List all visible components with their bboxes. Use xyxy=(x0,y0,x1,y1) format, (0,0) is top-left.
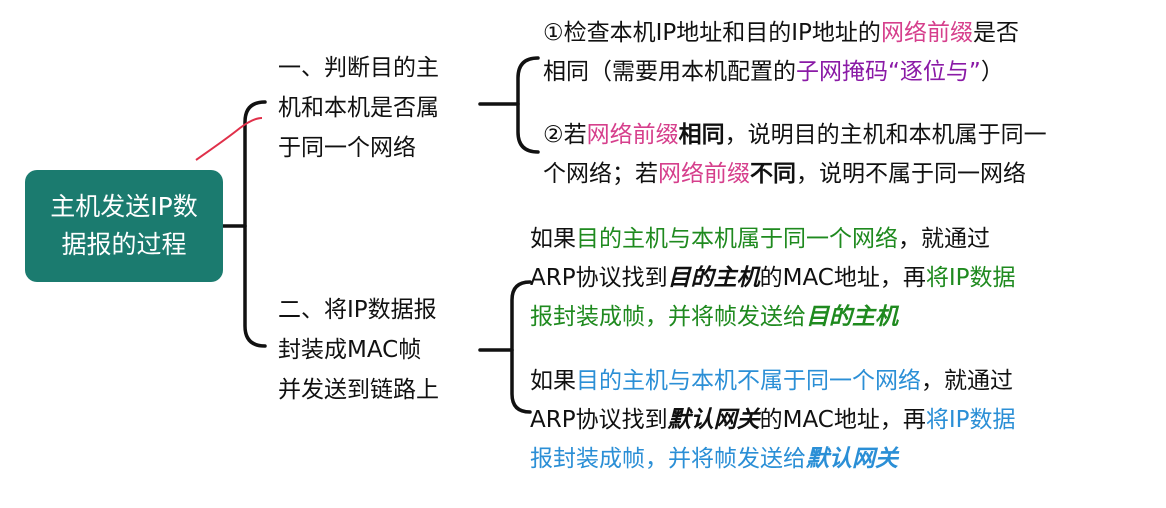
leaf-line: 相同（需要用本机配置的子网掩码“逐位与”） xyxy=(543,53,1019,92)
text-segment: ARP协议找到 xyxy=(530,407,668,433)
text-segment: ，说明目的主机和本机属于同一 xyxy=(724,122,1047,148)
text-segment: 的MAC地址，再 xyxy=(759,265,926,291)
leaf-line: ARP协议找到目的主机的MAC地址，再将IP数据 xyxy=(530,259,1015,298)
leaf-line: 如果目的主机与本机属于同一个网络，就通过 xyxy=(530,220,1015,259)
text-segment: ，说明不属于同一网络 xyxy=(796,161,1026,187)
text-segment: ②若 xyxy=(543,122,587,148)
annotation-stroke xyxy=(195,117,263,161)
node-line: 并发送到链路上 xyxy=(278,377,439,403)
text-segment: 网络前缀 xyxy=(586,122,679,148)
text-segment: 默认网关 xyxy=(806,446,898,472)
text-segment: ，就通过 xyxy=(921,368,1013,394)
node-line: 机和本机是否属 xyxy=(278,95,439,121)
text-segment: 是否 xyxy=(972,20,1019,46)
leaf-prefix-result: ②若网络前缀相同，说明目的主机和本机属于同一个网络；若网络前缀不同，说明不属于同… xyxy=(543,116,1047,194)
text-segment: 目的主机与本机属于同一个网络 xyxy=(576,226,898,252)
root-line: 据报的过程 xyxy=(61,230,187,259)
text-segment: 将IP数据 xyxy=(925,265,1016,291)
leaf-line: ②若网络前缀相同，说明目的主机和本机属于同一 xyxy=(543,116,1047,155)
leaf-line: 如果目的主机与本机不属于同一个网络，就通过 xyxy=(530,362,1015,401)
text-segment: 报封装成帧，并将帧发送给 xyxy=(530,446,806,472)
node2-bracket xyxy=(510,280,532,414)
text-segment: ，就通过 xyxy=(898,226,990,252)
node-encapsulate-send: 二、将IP数据报 封装成MAC帧 并发送到链路上 xyxy=(278,290,439,410)
node-line: 封装成MAC帧 xyxy=(278,337,422,363)
leaf-line: 个网络；若网络前缀不同，说明不属于同一网络 xyxy=(543,155,1047,194)
text-segment: ①检查本机IP地址和目的IP地址的 xyxy=(543,20,881,46)
text-segment: ） xyxy=(980,59,1004,85)
text-segment: 个网络；若 xyxy=(543,161,658,187)
text-segment: 将IP数据 xyxy=(925,407,1016,433)
text-segment: 报封装成帧，并将帧发送给 xyxy=(530,304,806,330)
root-node: 主机发送IP数 据报的过程 xyxy=(25,170,223,282)
text-segment: 不同 xyxy=(750,161,796,187)
node1-bracket xyxy=(516,56,540,154)
root-bracket xyxy=(243,100,267,348)
text-segment: 相同 xyxy=(678,122,725,148)
text-segment: 目的主机与本机不属于同一个网络 xyxy=(576,368,921,394)
root-line: 主机发送IP数 xyxy=(50,192,198,221)
text-segment: 目的主机 xyxy=(806,304,898,330)
node-line: 一、判断目的主 xyxy=(278,55,439,81)
text-segment: 如果 xyxy=(530,368,576,394)
text-segment: 的MAC地址，再 xyxy=(759,407,926,433)
node-line: 于同一个网络 xyxy=(278,135,416,161)
text-segment: ARP协议找到 xyxy=(530,265,668,291)
text-segment: 相同（需要用本机配置的 xyxy=(543,59,796,85)
node-determine-network: 一、判断目的主 机和本机是否属 于同一个网络 xyxy=(278,48,439,168)
leaf-line: 报封装成帧，并将帧发送给目的主机 xyxy=(530,298,1015,337)
leaf-line: 报封装成帧，并将帧发送给默认网关 xyxy=(530,440,1015,479)
text-segment: 网络前缀 xyxy=(658,161,750,187)
leaf-check-prefix: ①检查本机IP地址和目的IP地址的网络前缀是否相同（需要用本机配置的子网掩码“逐… xyxy=(543,14,1019,92)
node-line: 二、将IP数据报 xyxy=(278,297,437,323)
text-segment: 子网掩码“逐位与” xyxy=(796,59,981,85)
text-segment: 网络前缀 xyxy=(880,20,973,46)
leaf-line: ARP协议找到默认网关的MAC地址，再将IP数据 xyxy=(530,401,1015,440)
text-segment: 目的主机 xyxy=(667,265,760,291)
leaf-line: ①检查本机IP地址和目的IP地址的网络前缀是否 xyxy=(543,14,1019,53)
text-segment: 如果 xyxy=(530,226,576,252)
text-segment: 默认网关 xyxy=(667,407,760,433)
